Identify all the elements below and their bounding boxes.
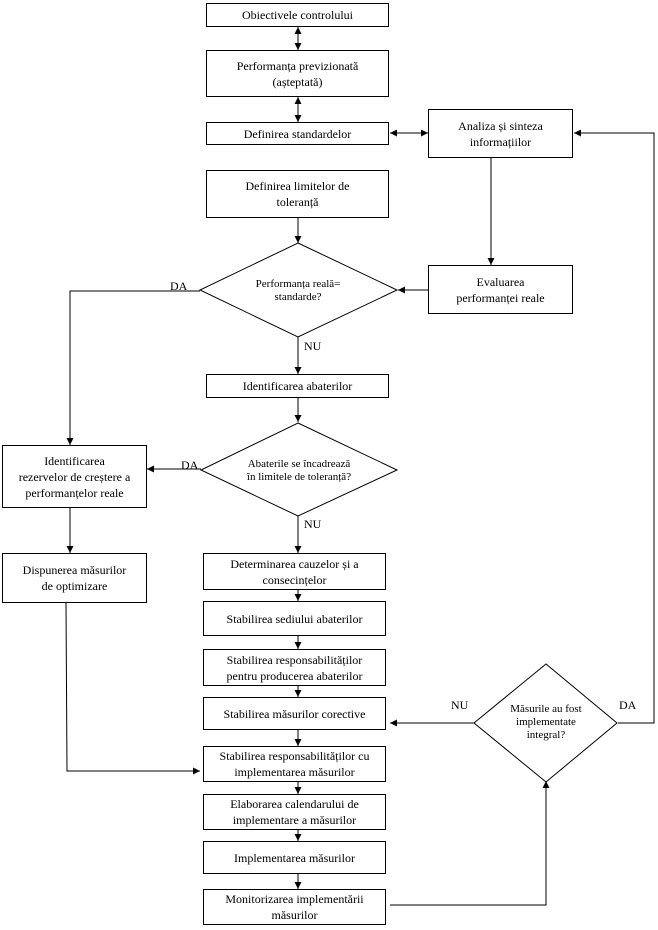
box-responsibility-deviations: Stabilirea responsabilităților pentru pr…: [203, 649, 386, 686]
label-da-decision3: DA: [619, 698, 637, 712]
box-calendar: Elaborarea calendarului de implementare …: [203, 794, 386, 830]
box-causes: Determinarea cauzelor și a consecințelor: [203, 553, 386, 590]
box-implementation: Implementarea măsurilor: [203, 841, 386, 874]
box-deviation-seat: Stabilirea sediului abaterilor: [203, 601, 386, 636]
box-identify-deviations: Identificarea abaterilor: [206, 374, 389, 398]
arrow-da-reserves: [66, 290, 200, 445]
box-responsibility-implementation: Stabilirea responsabilităților cu implem…: [203, 746, 386, 782]
box-evaluate-performance: Evaluarea performanței reale: [428, 265, 573, 314]
label-nu-decision2: NU: [304, 517, 322, 531]
box-monitoring: Monitorizarea implementării măsurilor: [203, 889, 386, 925]
decision-within-tolerance: [199, 422, 399, 517]
box-identify-reserves: Identificarea rezervelor de creștere a p…: [2, 445, 147, 508]
label-da-decision1: DA: [170, 279, 188, 293]
arrow-da3-analysis: [574, 129, 655, 724]
decision-within-tolerance-text: Abaterile se încadrează în limitele de t…: [246, 458, 352, 483]
decision-fully-implemented-text: Măsurile au fost implementate integral?: [510, 702, 582, 741]
box-objectives: Obiectivele controlului: [206, 3, 389, 27]
box-analysis: Analiza și sinteza informațiilor: [428, 109, 573, 158]
label-nu-decision3: NU: [451, 698, 469, 712]
box-expected-performance: Performanța previzionată (așteptată): [206, 50, 389, 97]
decision-real-vs-standard-text: Performanța reală= standarde?: [255, 278, 341, 303]
box-optimization-measures: Dispunerea măsurilor de optimizare: [2, 553, 147, 603]
box-define-standards: Definirea standardelor: [206, 122, 389, 145]
decision-real-vs-standard: [198, 242, 399, 338]
box-tolerance-limits: Definirea limitelor de toleranță: [206, 170, 389, 218]
arrow-optimization-implresp: [65, 602, 200, 775]
box-corrective-measures: Stabilirea măsurilor corective: [203, 697, 386, 730]
decision-fully-implemented: [473, 663, 618, 783]
label-nu-decision1: NU: [304, 339, 322, 353]
arrow-monitoring-decision3: [390, 781, 550, 906]
label-da-decision2: DA: [181, 458, 199, 472]
